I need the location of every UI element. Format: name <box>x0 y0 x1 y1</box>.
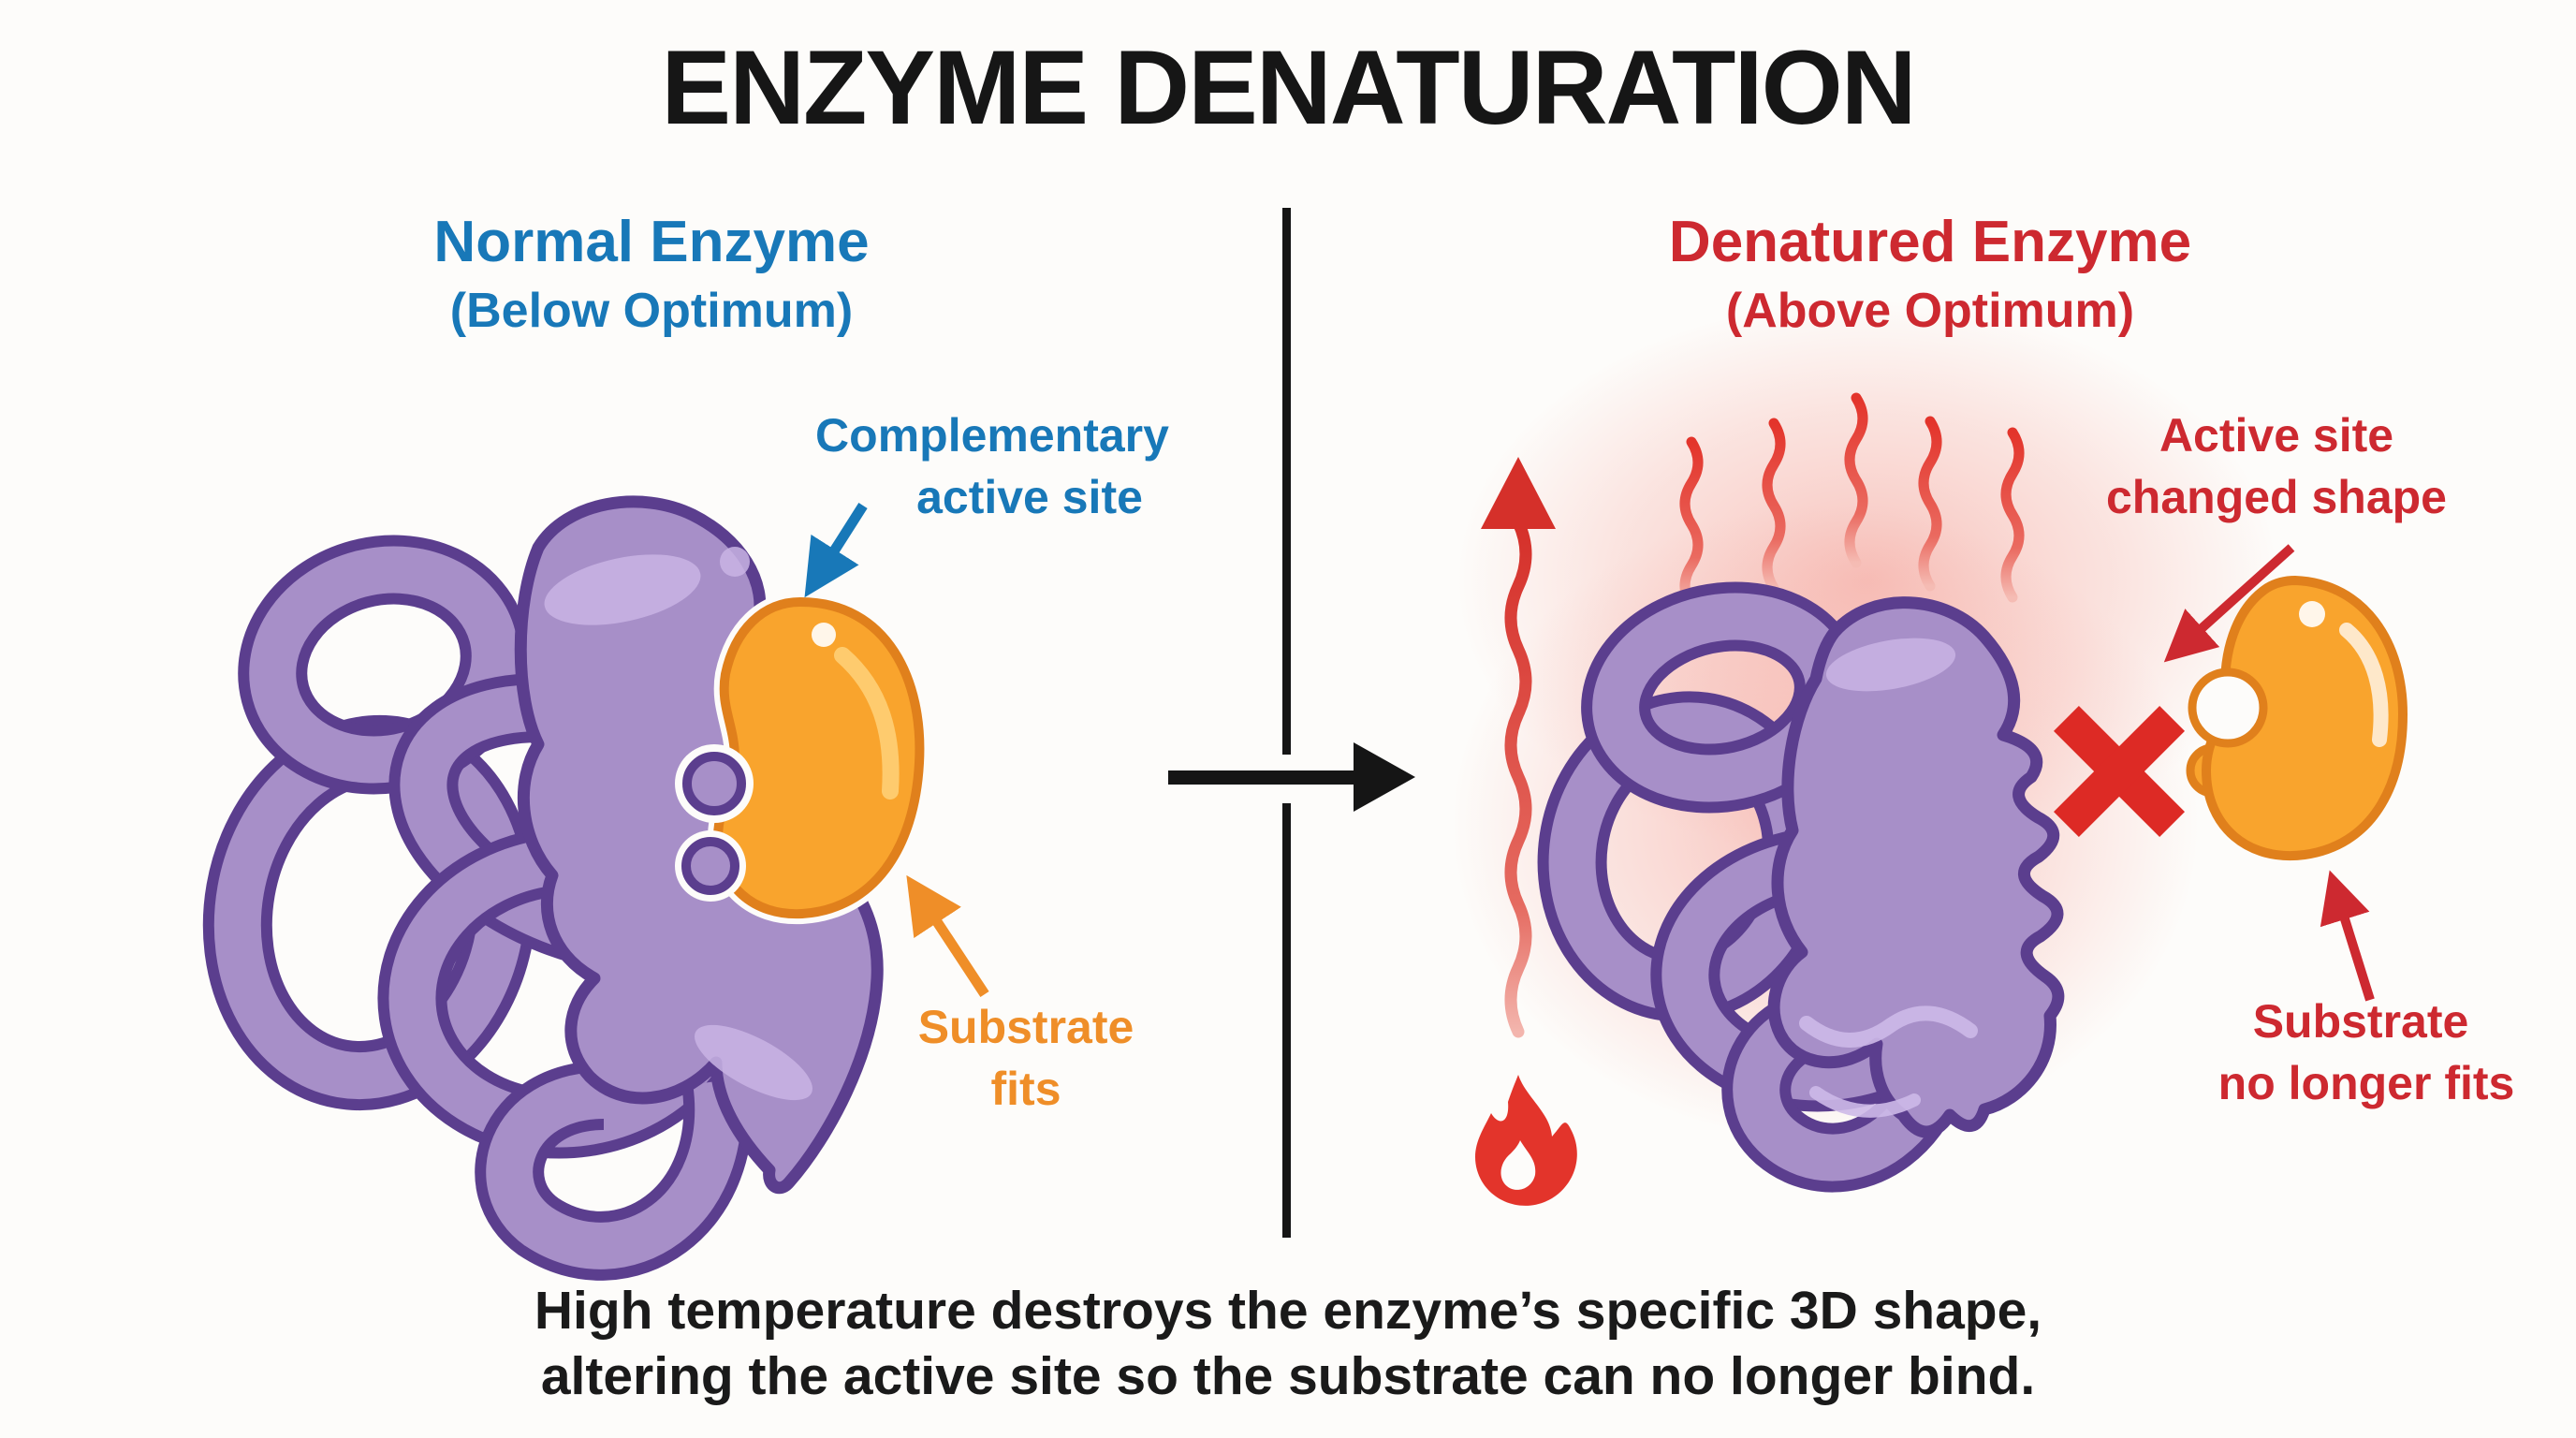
left-panel-subheading: (Below Optimum) <box>449 284 854 338</box>
denatured-enzyme <box>1537 581 2065 1193</box>
changed-shape-pointer-arrow <box>2163 544 2295 663</box>
enzyme-body-denatured <box>1767 596 2065 1138</box>
substrate-fits-label-line2: fits <box>990 1063 1061 1115</box>
no-fit-pointer-arrow <box>2320 870 2375 1002</box>
panel-divider <box>1282 208 1291 1238</box>
flame-icon <box>1475 1075 1577 1206</box>
no-fit-label-line2: no longer fits <box>2217 1057 2515 1109</box>
caption-line1: High temperature destroys the enzyme’s s… <box>534 1281 2042 1341</box>
right-arrow-icon <box>1168 742 1415 812</box>
right-panel-heading: Denatured Enzyme <box>1668 210 2192 274</box>
normal-enzyme <box>202 495 930 1281</box>
substrate-free <box>2186 575 2408 861</box>
changed-shape-label-line2: changed shape <box>2106 471 2447 523</box>
left-panel-heading: Normal Enzyme <box>433 210 870 274</box>
active-site-label-line1: Complementary <box>815 409 1169 462</box>
x-icon <box>2053 705 2186 838</box>
up-arrow-icon <box>1481 457 1556 1038</box>
substrate-docked <box>675 591 930 925</box>
active-site-pointer-arrow <box>804 503 868 598</box>
substrate-fits-pointer-arrow <box>906 874 989 998</box>
page-title: ENZYME DENATURATION <box>661 29 1916 146</box>
active-site-label-line2: active site <box>916 471 1143 523</box>
right-panel-subheading: (Above Optimum) <box>1725 284 2135 338</box>
changed-shape-label-line1: Active site <box>2159 409 2394 462</box>
no-fit-label-line1: Substrate <box>2252 995 2469 1048</box>
caption-line2: altering the active site so the substrat… <box>540 1346 2036 1406</box>
substrate-fits-label-line1: Substrate <box>917 1001 1134 1053</box>
